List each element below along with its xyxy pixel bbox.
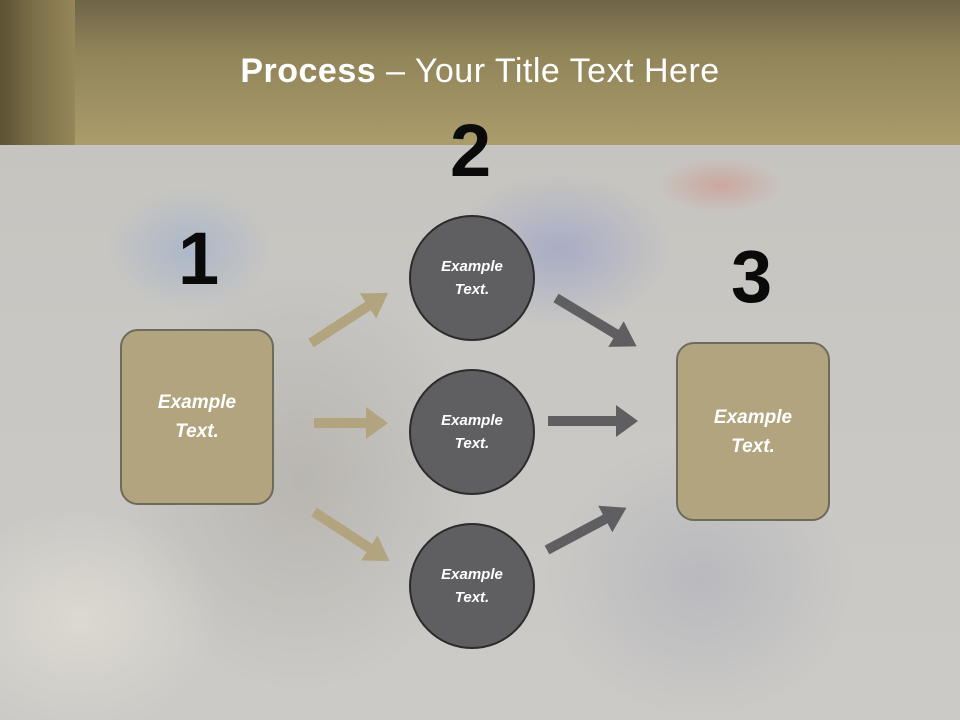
circle-bottom-line-2: Text. [454,589,490,606]
circle-bottom-text: Example Text. [441,563,503,609]
arrow-right-icon [548,405,638,437]
circle-bottom-line-1: Example [441,566,503,583]
step-3-box[interactable]: Example Text. [676,342,830,521]
title-band [0,0,960,145]
step-3-line-1: Example [713,406,793,428]
step-2-circle-top[interactable]: Example Text. [409,215,535,341]
arrow-down-right-icon [311,507,390,562]
step-1-line-2: Text. [175,421,219,442]
arrow-up-right-icon [308,292,389,348]
step-1-line-1: Example [157,392,237,413]
step-number-3: 3 [731,235,773,318]
circle-top-line-1: Example [441,258,503,275]
circle-top-line-2: Text. [454,281,490,298]
step-3-box-text: Example Text. [714,403,792,461]
title-bold: Process [240,52,377,90]
step-3-line-2: Text. [731,435,775,457]
circle-top-text: Example Text. [441,255,503,301]
tan-arrows [308,292,390,562]
title-rest: – Your Title Text Here [376,52,720,90]
arrow-down-right-icon [553,293,637,347]
step-number-1: 1 [178,217,220,300]
circle-middle-line-2: Text. [454,435,490,452]
arrow-right-icon [314,407,388,439]
step-2-circle-middle[interactable]: Example Text. [409,369,535,495]
circle-middle-line-1: Example [441,412,503,429]
gray-arrows [544,293,638,555]
step-1-box-text: Example Text. [158,388,236,446]
arrow-up-right-icon [544,505,627,555]
step-number-2: 2 [450,109,492,192]
title-band-accent-strip [0,0,75,145]
step-1-box[interactable]: Example Text. [120,329,274,505]
circle-middle-text: Example Text. [441,409,503,455]
slide-title: Process – Your Title Text Here [0,52,960,91]
step-2-circle-bottom[interactable]: Example Text. [409,523,535,649]
